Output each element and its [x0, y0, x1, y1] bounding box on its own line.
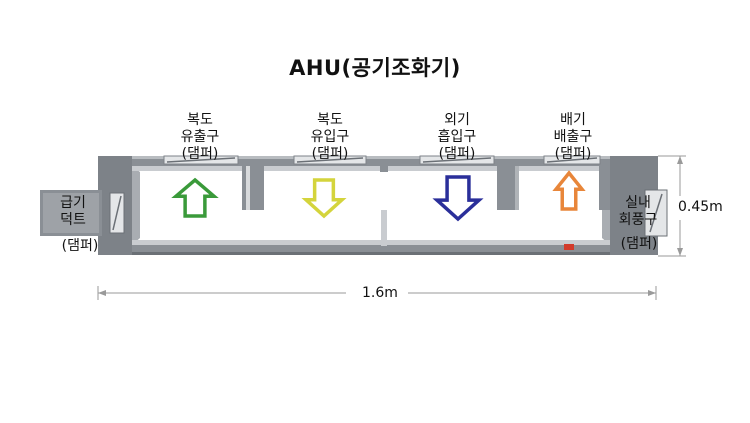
- supply-duct-damper-blade: [112, 195, 122, 231]
- supply-duct-damper-label: (댐퍼): [61, 238, 99, 254]
- partition-1-highlight: [246, 166, 250, 210]
- corridor-inlet-arrow: [301, 178, 347, 219]
- corridor-exhaust-label-line3: (댐퍼): [181, 146, 219, 162]
- outdoor-intake-damper-blade: [422, 157, 492, 163]
- corridor-exhaust-label-line1: 복도: [187, 112, 213, 128]
- return-inlet-label-line1: 실내: [625, 195, 651, 211]
- corridor-exhaust-damper-blade: [166, 157, 236, 163]
- return-inlet: [644, 189, 668, 237]
- supply-duct-label-line1: 급기: [60, 195, 86, 211]
- corridor-inlet-label: 복도 유입구 (댐퍼): [290, 112, 370, 163]
- return-inlet-label: 실내 회풍구: [612, 195, 664, 229]
- corridor-inlet-label-line1: 복도: [317, 112, 343, 128]
- return-inlet-label-line2: 회풍구: [618, 212, 658, 228]
- corridor-exhaust-label: 복도 유출구 (댐퍼): [160, 112, 240, 163]
- supply-duct-label-line2: 덕트: [60, 212, 86, 228]
- corridor-inlet-label-line2: 유입구: [310, 129, 350, 145]
- corridor-inlet-damper-blade: [296, 157, 364, 163]
- supply-duct-label: 급기 덕트: [50, 195, 96, 229]
- outdoor-intake-label-line3: (댐퍼): [438, 146, 476, 162]
- exhaust-outlet-label: 배기 배출구 (댐퍼): [533, 112, 613, 163]
- length-dim-arrow-left: [98, 290, 106, 296]
- exhaust-outlet-label-line1: 배기: [560, 112, 586, 128]
- length-dim-arrow-right: [648, 290, 656, 296]
- housing-bottom-shadow: [98, 252, 658, 255]
- height-dim-arrow-bottom: [677, 248, 683, 256]
- top-dampers: [163, 155, 601, 165]
- housing-bottom-wall: [98, 245, 658, 255]
- return-inlet-damper-blade: [649, 193, 663, 233]
- partition-2-lower: [381, 210, 387, 246]
- diagram-title: AHU(공기조화기): [289, 56, 461, 80]
- exhaust-outlet-label-line3: (댐퍼): [554, 146, 592, 162]
- exhaust-outlet-label-line2: 배출구: [553, 129, 593, 145]
- length-dimension-label: 1.6m: [362, 285, 398, 301]
- partition-2-cap: [380, 166, 388, 172]
- height-dimension-label: 0.45m: [678, 199, 723, 215]
- housing-top-highlight: [98, 156, 658, 159]
- corridor-exhaust-arrow: [171, 177, 219, 218]
- partition-1-upper: [242, 166, 264, 210]
- housing-top-wall: [98, 156, 658, 166]
- return-inlet-damper-label: (댐퍼): [620, 236, 658, 252]
- sensor-marker: [564, 244, 574, 250]
- outdoor-intake-label-line1: 외기: [444, 112, 470, 128]
- housing-top-inner: [132, 166, 610, 171]
- housing-left-bevel: [132, 166, 140, 245]
- dimension-lines: [97, 155, 686, 300]
- ahu-housing: [98, 156, 658, 255]
- supply-duct-face: [43, 193, 99, 233]
- partition-3-edge: [515, 166, 519, 210]
- supply-duct: [40, 190, 125, 236]
- height-dim-arrow-top: [677, 156, 683, 164]
- corridor-inlet-label-line3: (댐퍼): [311, 146, 349, 162]
- partition-3-upper: [497, 166, 519, 210]
- airflow-arrows: [171, 170, 586, 222]
- outdoor-intake-label-line2: 흡입구: [437, 129, 477, 145]
- outdoor-intake-arrow: [432, 175, 484, 222]
- exhaust-outlet-damper-blade: [546, 157, 598, 163]
- partition-4-upper: [599, 166, 610, 210]
- housing-bottom-inner: [132, 240, 610, 245]
- corridor-exhaust-label-line2: 유출구: [180, 129, 220, 145]
- exhaust-outlet-arrow: [552, 170, 586, 211]
- outdoor-intake-label: 외기 흡입구 (댐퍼): [417, 112, 497, 163]
